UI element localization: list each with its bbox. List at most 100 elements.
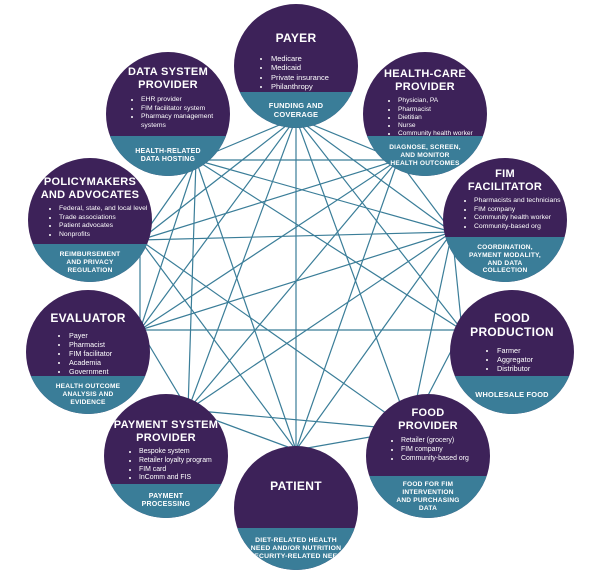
- node-item: Retailer loyalty program: [139, 457, 228, 466]
- node-role: COORDINATION, PAYMENT MODALITY, AND DATA…: [469, 243, 541, 275]
- node-food-provider: FOOD PROVIDER Retailer (grocery)FIM comp…: [366, 394, 490, 518]
- node-item: Bespoke system: [139, 448, 228, 457]
- node-item: Community-based org: [474, 223, 567, 231]
- node-item: Pharmacists and technicians: [474, 197, 567, 205]
- edge-patient-policy: [139, 239, 297, 451]
- node-role-band: FUNDING AND COVERAGE: [234, 92, 358, 128]
- node-item: Nurse: [398, 122, 487, 130]
- node-items: MedicareMedicaidPrivate insurancePhilant…: [258, 54, 358, 92]
- node-title: HEALTH-CARE PROVIDER: [384, 68, 466, 93]
- node-item: Nonprofits: [59, 231, 152, 239]
- edge-paysys-dsp: [187, 159, 197, 411]
- edge-fim-paysys: [187, 231, 453, 411]
- edge-hcp-patient: [295, 159, 399, 451]
- node-item: InComm and FIS: [139, 474, 228, 483]
- node-item: Trade associations: [59, 214, 152, 222]
- node-data-system-provider: DATA SYSTEM PROVIDER EHR providerFIM fac…: [106, 52, 230, 176]
- node-title: PATIENT: [270, 479, 322, 493]
- node-items: Federal, state, and local levelTrade ass…: [46, 205, 152, 239]
- node-title: EVALUATOR: [50, 311, 126, 325]
- node-role-band: DIAGNOSE, SCREEN, AND MONITOR HEALTH OUT…: [363, 136, 487, 176]
- node-role-band: PAYMENT PROCESSING: [104, 484, 228, 518]
- node-item: Government: [69, 367, 150, 376]
- node-role: REIMBURSEMENT AND PRIVACY REGULATION: [59, 251, 121, 274]
- node-item: Medicare: [271, 54, 358, 63]
- edge-fim-policy: [139, 231, 453, 241]
- node-items: Pharmacists and techniciansFIM companyCo…: [461, 197, 567, 231]
- node-item: Medicaid: [271, 63, 358, 72]
- node-item: Private insurance: [271, 73, 358, 82]
- node-item: FIM card: [139, 466, 228, 475]
- node-role-band: WHOLESALE FOOD: [450, 376, 574, 414]
- node-health-care-provider: HEALTH-CARE PROVIDER Physician, PAPharma…: [363, 52, 487, 176]
- node-items: FarmerAggregatorDistributor: [484, 346, 574, 373]
- node-evaluator: EVALUATOR PayerPharmacistFIM facilitator…: [26, 290, 150, 414]
- node-role-band: COORDINATION, PAYMENT MODALITY, AND DATA…: [443, 237, 567, 282]
- node-title: FOOD PROVIDER: [398, 407, 458, 432]
- node-role: PAYMENT PROCESSING: [141, 492, 191, 508]
- node-item: EHR provider: [141, 96, 230, 104]
- edge-payer-foodprov: [295, 117, 411, 431]
- node-role-band: HEALTH-RELATED DATA HOSTING: [106, 136, 230, 176]
- node-item: Community-based org: [401, 455, 490, 464]
- node-items: EHR providerFIM facilitator systemPharma…: [128, 96, 230, 130]
- node-item: Patient advocates: [59, 222, 152, 230]
- node-item: Payer: [69, 331, 150, 340]
- node-item: Dietitian: [398, 114, 487, 122]
- node-item: Community health worker: [474, 214, 567, 222]
- edge-payer-paysys: [187, 117, 297, 411]
- node-role: FUNDING AND COVERAGE: [268, 101, 324, 119]
- node-title: PAYER: [275, 31, 317, 45]
- node-fim-facilitator: FIM FACILITATOR Pharmacists and technici…: [443, 158, 567, 282]
- edge-fim-dsp: [195, 159, 453, 233]
- node-role-band: DIET-RELATED HEALTH NEED AND/OR NUTRITIO…: [234, 528, 358, 570]
- node-item: Federal, state, and local level: [59, 205, 152, 213]
- edge-payer-policy: [139, 117, 297, 241]
- node-item: Community health worker: [398, 130, 487, 138]
- node-item: Philanthropy: [271, 82, 358, 91]
- node-items: Physician, PAPharmacistDietitianNurseCom…: [385, 97, 487, 138]
- edge-foodprov-policy: [139, 239, 411, 431]
- node-item: Pharmacy management systems: [141, 113, 230, 130]
- node-food-production: FOOD PRODUCTION FarmerAggregatorDistribu…: [450, 290, 574, 414]
- node-role: HEALTH-RELATED DATA HOSTING: [135, 147, 201, 163]
- edge-foodprod-dsp: [195, 159, 463, 331]
- node-title: POLICYMAKERS AND ADVOCATES: [40, 176, 140, 201]
- node-item: Pharmacist: [398, 106, 487, 114]
- node-item: Distributor: [497, 364, 574, 373]
- edge-patient-dsp: [195, 159, 297, 451]
- edge-hcp-paysys: [187, 159, 399, 411]
- edge-hcp-policy: [139, 159, 399, 241]
- node-items: PayerPharmacistFIM facilitatorAcademiaGo…: [56, 331, 150, 376]
- node-title: PAYMENT SYSTEM PROVIDER: [113, 419, 219, 444]
- node-item: FIM company: [474, 206, 567, 214]
- node-item: FIM company: [401, 446, 490, 455]
- node-item: FIM facilitator: [69, 349, 150, 358]
- node-item: Farmer: [497, 346, 574, 355]
- node-role-band: HEALTH OUTCOME ANALYSIS AND EVIDENCE: [26, 376, 150, 414]
- node-item: Retailer (grocery): [401, 437, 490, 446]
- node-policymakers-and-advocates: POLICYMAKERS AND ADVOCATES Federal, stat…: [28, 158, 152, 282]
- node-role: WHOLESALE FOOD: [475, 389, 549, 399]
- node-role: HEALTH OUTCOME ANALYSIS AND EVIDENCE: [55, 383, 121, 406]
- edge-payer-foodprod: [295, 117, 463, 331]
- node-title: DATA SYSTEM PROVIDER: [127, 66, 209, 91]
- node-role: DIAGNOSE, SCREEN, AND MONITOR HEALTH OUT…: [389, 144, 461, 167]
- node-role: FOOD FOR FIM INTERVENTION AND PURCHASING…: [396, 481, 460, 512]
- node-title: FIM FACILITATOR: [467, 168, 543, 193]
- node-payer: PAYER MedicareMedicaidPrivate insuranceP…: [234, 4, 358, 128]
- edge-fim-evaluator: [139, 231, 453, 331]
- node-payment-system-provider: PAYMENT SYSTEM PROVIDER Bespoke systemRe…: [104, 394, 228, 518]
- node-role: DIET-RELATED HEALTH NEED AND/OR NUTRITIO…: [249, 536, 343, 561]
- node-item: Physician, PA: [398, 97, 487, 105]
- node-item: FIM facilitator system: [141, 105, 230, 113]
- edge-fim-patient: [295, 231, 453, 451]
- node-items: Retailer (grocery)FIM companyCommunity-b…: [388, 437, 490, 463]
- node-title: FOOD PRODUCTION: [470, 311, 554, 339]
- node-role-band: REIMBURSEMENT AND PRIVACY REGULATION: [28, 244, 152, 282]
- node-item: Aggregator: [497, 355, 574, 364]
- node-item: Pharmacist: [69, 340, 150, 349]
- edge-evaluator-dsp: [139, 159, 197, 331]
- node-role-band: FOOD FOR FIM INTERVENTION AND PURCHASING…: [366, 476, 490, 518]
